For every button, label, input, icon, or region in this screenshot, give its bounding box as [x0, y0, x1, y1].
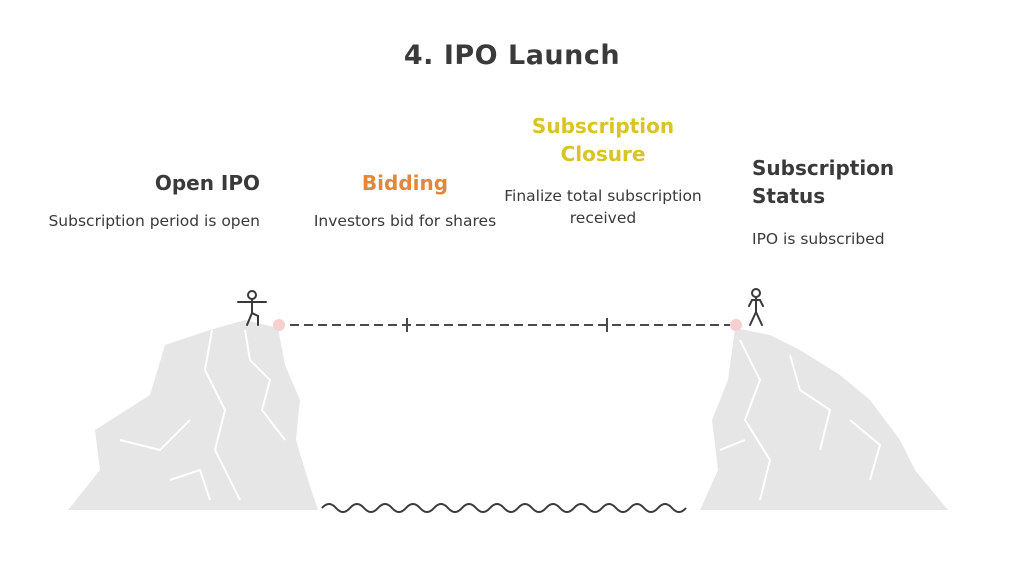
diagram-title: 4. IPO Launch	[403, 40, 621, 71]
walking-person-icon	[237, 290, 267, 326]
right-cliff	[700, 328, 948, 510]
step-3-description: Finalize total subscription received	[504, 187, 702, 227]
water-waves	[321, 503, 687, 513]
step-1-description: Subscription period is open	[48, 212, 260, 230]
step-4-description: IPO is subscribed	[752, 230, 885, 248]
start-point-dot	[273, 319, 285, 331]
step-1-heading: Open IPO	[154, 171, 260, 195]
end-point-dot	[730, 319, 742, 331]
step-4-heading: Subscription Status	[752, 156, 895, 208]
standing-person-icon	[748, 288, 764, 326]
step-2-heading: Bidding	[361, 171, 449, 195]
left-cliff	[68, 320, 318, 510]
step-2-description: Investors bid for shares	[313, 212, 497, 230]
step-3-heading: Subscription Closure	[531, 114, 675, 166]
